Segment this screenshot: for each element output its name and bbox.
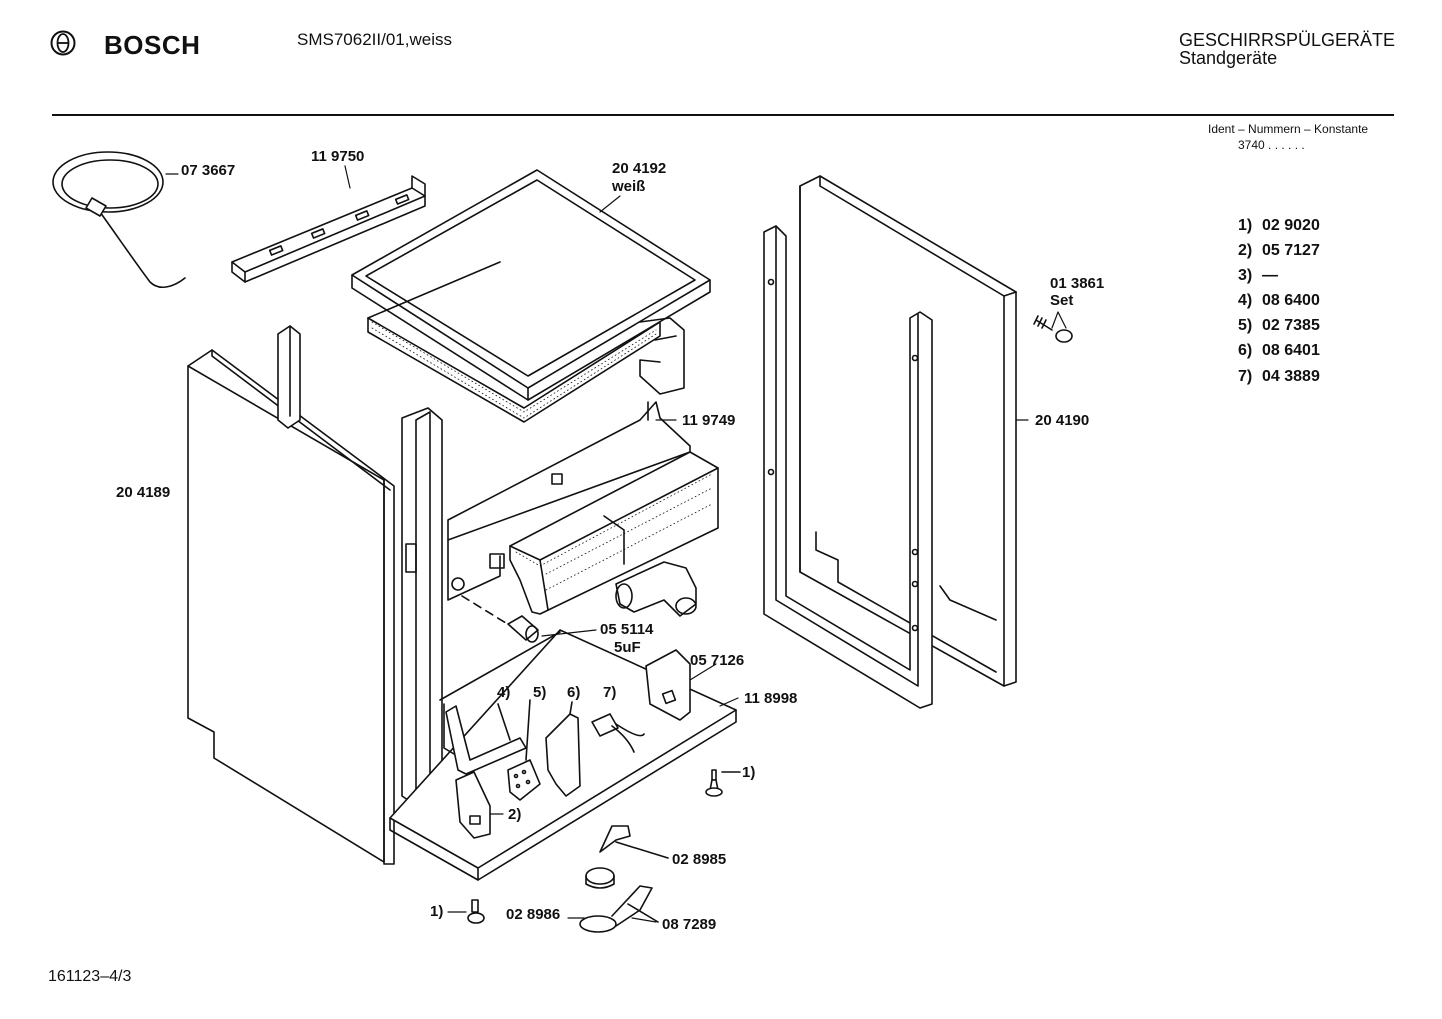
label-part-5: 5) bbox=[533, 684, 547, 701]
legend-item: 7)04 3889 bbox=[1238, 368, 1320, 385]
clip bbox=[599, 825, 669, 859]
brand-name: BOSCH bbox=[104, 30, 201, 60]
label-worktop-note: weiß bbox=[612, 178, 646, 195]
legend-item: 1)02 9020 bbox=[1238, 217, 1320, 234]
power-cable bbox=[52, 151, 186, 289]
float bbox=[585, 867, 615, 889]
legend-item: 3)— bbox=[1238, 267, 1278, 284]
drawing-id: 161123–4/3 bbox=[48, 968, 132, 985]
part-7-heater bbox=[591, 713, 645, 753]
foot-right bbox=[705, 769, 741, 797]
label-part-7: 7) bbox=[603, 684, 617, 701]
bosch-logo-icon bbox=[50, 30, 76, 61]
ident-value: 3740 . . . . . . bbox=[1238, 138, 1305, 152]
model-number: SMS7062II/01,weiss bbox=[297, 30, 452, 49]
foot-left bbox=[467, 899, 485, 924]
label-foot-right: 1) bbox=[742, 764, 756, 781]
side-panel-left bbox=[187, 349, 395, 865]
part-6-switch-plate bbox=[545, 701, 581, 797]
part-2-bracket bbox=[455, 771, 491, 839]
category-title: GESCHIRRSPÜLGERÄTE bbox=[1179, 30, 1396, 50]
screw-set bbox=[1033, 315, 1073, 343]
label-foot-left: 1) bbox=[430, 903, 444, 920]
front-frame-right bbox=[763, 225, 933, 709]
label-part-2: 2) bbox=[508, 806, 522, 823]
label-side-panel-right: 20 4190 bbox=[1035, 412, 1090, 429]
label-bracket: 05 7126 bbox=[690, 652, 745, 669]
label-capacitor: 05 5114 bbox=[600, 621, 654, 638]
top-rail bbox=[231, 175, 426, 283]
label-float: 02 8986 bbox=[506, 906, 561, 923]
subcategory-title: Standgeräte bbox=[1179, 48, 1278, 68]
label-power-cable: 07 3667 bbox=[181, 162, 236, 179]
insulation-pad bbox=[367, 261, 685, 423]
part-5-terminal-block bbox=[507, 699, 541, 801]
label-part-6: 6) bbox=[567, 684, 581, 701]
elbow-tube bbox=[615, 561, 697, 617]
side-panel-right bbox=[799, 175, 1017, 687]
header-divider bbox=[52, 114, 1394, 116]
label-worktop-cover: 20 4192 bbox=[612, 160, 667, 177]
valve bbox=[579, 885, 659, 933]
legend-item: 6)08 6401 bbox=[1238, 342, 1320, 359]
worktop-cover bbox=[351, 169, 711, 401]
label-valve: 08 7289 bbox=[662, 916, 717, 933]
capacitor bbox=[461, 595, 539, 643]
front-post-left bbox=[401, 407, 443, 809]
label-screw-set-note: Set bbox=[1050, 292, 1074, 309]
ident-title: Ident – Nummern – Konstante bbox=[1208, 122, 1369, 136]
part-4-clip bbox=[445, 703, 527, 775]
label-base-frame: 11 8998 bbox=[744, 690, 798, 707]
center-panel bbox=[447, 401, 691, 601]
legend-item: 5)02 7385 bbox=[1238, 317, 1320, 334]
label-screw-set: 01 3861 bbox=[1050, 275, 1105, 292]
label-part-4: 4) bbox=[497, 684, 511, 701]
label-center-panel: 11 9749 bbox=[682, 412, 736, 429]
label-clip: 02 8985 bbox=[672, 851, 727, 868]
label-side-panel-left: 20 4189 bbox=[116, 484, 171, 501]
legend-item: 4)08 6400 bbox=[1238, 292, 1320, 309]
air-duct bbox=[509, 451, 719, 615]
bracket bbox=[645, 649, 691, 721]
label-top-rail: 11 9750 bbox=[311, 148, 365, 165]
label-capacitor-note: 5uF bbox=[614, 639, 641, 656]
legend-item: 2)05 7127 bbox=[1238, 242, 1320, 259]
rear-post-left bbox=[277, 325, 301, 429]
